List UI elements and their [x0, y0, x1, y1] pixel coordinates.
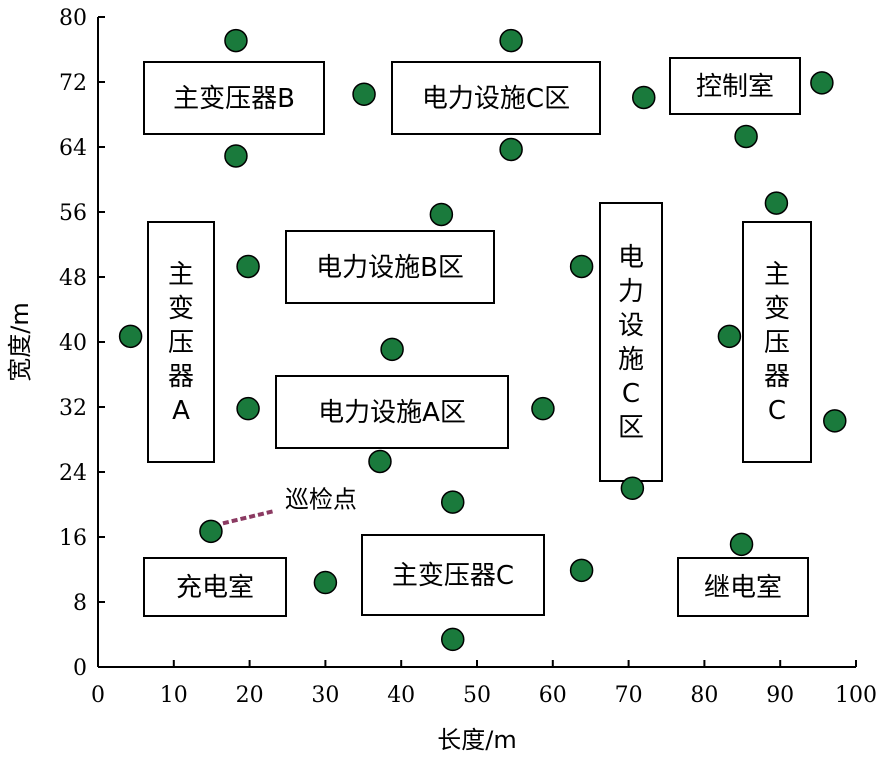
- x-tick-label: 50: [463, 683, 491, 708]
- box-power-facility-a-zone: 电力设施A区: [275, 375, 509, 449]
- x-tick-label: 20: [236, 683, 264, 708]
- inspection-point: [717, 324, 742, 349]
- inspection-points: [118, 28, 847, 652]
- y-tick-label: 16: [59, 526, 87, 551]
- box-frame: [285, 230, 495, 304]
- x-tick-label: 80: [690, 683, 718, 708]
- box-power-facility-c-zone-h: 电力设施C区: [391, 61, 601, 135]
- y-tick-label: 64: [59, 136, 87, 161]
- y-tick-label: 80: [59, 6, 87, 31]
- box-label: 电力设施A区: [318, 398, 466, 428]
- y-tick-label: 40: [59, 331, 87, 356]
- box-label: 继电室: [704, 573, 782, 603]
- x-tick-label: 60: [539, 683, 567, 708]
- inspection-point: [569, 558, 594, 583]
- y-tick-label: 0: [73, 656, 87, 681]
- y-tick-label: 48: [59, 266, 87, 291]
- x-tick-label: 100: [835, 683, 877, 708]
- inspection-point: [118, 324, 143, 349]
- y-tick-label: 8: [73, 591, 87, 616]
- inspection-point: [499, 28, 523, 53]
- inspection-point: [368, 449, 392, 474]
- inspection-point: [810, 71, 834, 95]
- box-label: 电力设施C区: [422, 84, 570, 114]
- box-frame: [677, 557, 809, 617]
- box-frame: [391, 61, 601, 135]
- box-frame: [143, 557, 287, 617]
- inspection-point: [620, 476, 645, 500]
- inspection-point: [313, 570, 338, 595]
- box-main-transformer-c-h: 主变压器C: [361, 534, 545, 616]
- x-tick-label: 40: [387, 683, 415, 708]
- inspection-point: [440, 490, 465, 514]
- x-tick-label: 70: [615, 683, 643, 708]
- box-frame: [143, 61, 325, 135]
- y-axis-title: 宽度/m: [6, 302, 34, 381]
- inspection-point: [236, 254, 260, 279]
- y-tick-label: 32: [59, 396, 87, 421]
- x-tick-label: 90: [766, 683, 794, 708]
- box-label: 主变压器C: [392, 561, 514, 591]
- inspection-point: [199, 519, 223, 544]
- annotation-leader: [222, 509, 274, 526]
- ticks: 0 10 20 30 40 50 60 70 80 90 100 0 8 16 24 32 40 48 56 64 72…: [59, 6, 877, 708]
- box-charging-room: 充电室: [143, 557, 287, 617]
- inspection-point: [764, 191, 789, 215]
- x-axis-title: 长度/m: [437, 726, 516, 754]
- box-power-facility-b-zone: 电力设施B区: [285, 230, 495, 304]
- inspection-point: [224, 144, 248, 168]
- inspection-point: [440, 627, 465, 652]
- inspection-point: [352, 82, 376, 106]
- x-tick-label: 0: [91, 683, 105, 708]
- inspection-point: [632, 85, 656, 110]
- box-frame: [275, 375, 509, 449]
- inspection-point: [823, 409, 847, 433]
- inspection-point: [236, 396, 260, 421]
- inspection-point: [729, 532, 754, 557]
- box-main-transformer-b: 主变压器B: [143, 61, 325, 135]
- inspection-point: [531, 396, 555, 421]
- box-control-room: 控制室: [669, 57, 801, 115]
- annotations: 巡检点: [222, 485, 357, 526]
- annotation-label: 巡检点: [285, 485, 357, 513]
- box-label: 电力设施B区: [316, 253, 464, 283]
- box-label: 充电室: [176, 573, 254, 603]
- box-frame: [669, 57, 801, 115]
- inspection-point: [224, 28, 248, 53]
- box-label: 主变压器B: [173, 84, 295, 114]
- box-frame: [742, 221, 812, 463]
- inspection-point: [499, 137, 523, 162]
- x-tick-label: 10: [160, 683, 188, 708]
- box-frame: [599, 202, 663, 482]
- inspection-point: [734, 124, 758, 149]
- box-label: 控制室: [696, 72, 774, 102]
- inspection-point: [429, 202, 454, 227]
- x-tick-label: 30: [311, 683, 339, 708]
- box-frame: [147, 221, 215, 463]
- inspection-point: [380, 337, 404, 362]
- inspection-point: [569, 254, 594, 279]
- y-tick-label: 56: [59, 201, 87, 226]
- y-tick-label: 24: [59, 461, 87, 486]
- box-relay-room: 继电室: [677, 557, 809, 617]
- y-tick-label: 72: [59, 71, 87, 96]
- box-frame: [361, 534, 545, 616]
